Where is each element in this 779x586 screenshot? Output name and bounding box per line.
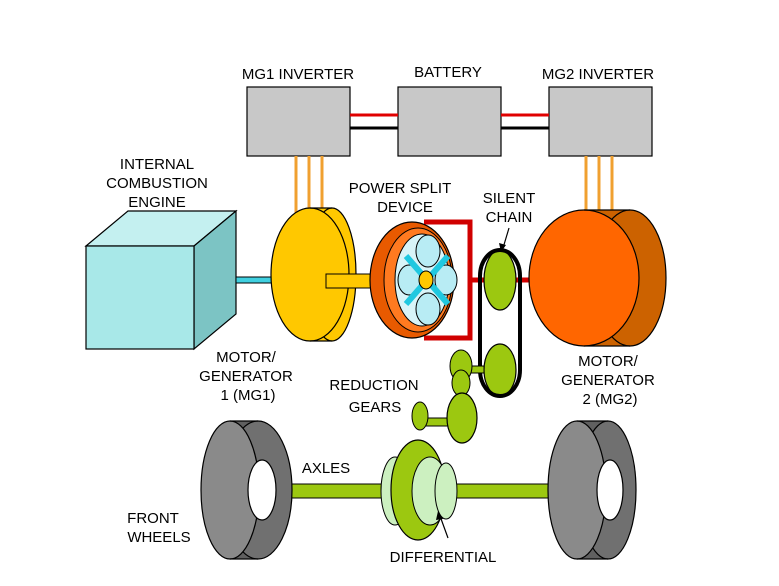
silent-chain (478, 248, 522, 398)
label-reduction-gears-line2: GEARS (349, 399, 402, 416)
label-reduction-gears-line1: REDUCTION (329, 377, 418, 394)
reduction-gears (411, 349, 485, 444)
motor-generator-1 (270, 207, 357, 342)
engine-shaft (235, 276, 277, 284)
label-mg1-inverter: MG1 INVERTER (242, 66, 354, 83)
label-front-wheels-line2: WHEELS (127, 529, 190, 546)
internal-combustion-engine (84, 209, 238, 351)
label-ice-line2: COMBUSTION (106, 175, 208, 192)
label-battery: BATTERY (414, 64, 482, 81)
label-mg2-inverter: MG2 INVERTER (542, 66, 654, 83)
battery-links (350, 113, 549, 130)
label-mg1-line3: 1 (MG1) (220, 387, 275, 404)
label-mg2-line1: MOTOR/ (578, 353, 639, 370)
front-wheel-right (547, 420, 637, 560)
battery (397, 86, 502, 157)
label-mg1-line2: GENERATOR (199, 368, 293, 385)
label-mg2-line2: GENERATOR (561, 372, 655, 389)
label-mg1-line1: MOTOR/ (216, 349, 277, 366)
differential-pointer (436, 511, 449, 539)
motor-generator-2 (528, 209, 667, 347)
label-power-split-line1: POWER SPLIT (349, 180, 452, 197)
mg1-inverter (246, 86, 351, 157)
label-ice-line1: INTERNAL (120, 156, 194, 173)
label-front-wheels-line1: FRONT (127, 510, 179, 527)
silent-chain-pointer (499, 227, 510, 252)
label-differential: DIFFERENTIAL (390, 549, 497, 566)
power-split-device (369, 219, 473, 341)
label-power-split-line2: DEVICE (377, 199, 433, 216)
label-mg2-line3: 2 (MG2) (582, 391, 637, 408)
label-ice-line3: ENGINE (128, 194, 186, 211)
differential (380, 439, 458, 541)
label-silent-chain-line2: CHAIN (486, 209, 533, 226)
label-silent-chain-line1: SILENT (483, 190, 536, 207)
mg2-inverter (548, 86, 653, 157)
label-axles: AXLES (302, 460, 350, 477)
front-wheel-left (200, 420, 293, 560)
